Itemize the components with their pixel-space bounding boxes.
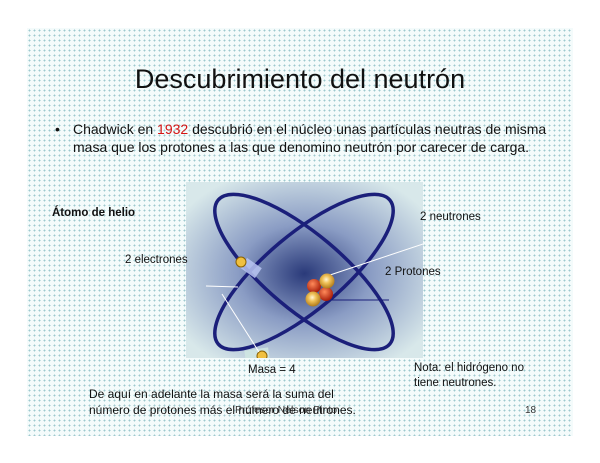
page-number: 18 bbox=[525, 405, 537, 416]
slide: Descubrimiento del neutrón • Chadwick en… bbox=[27, 28, 573, 436]
electron-1 bbox=[235, 256, 247, 268]
slide-title: Descubrimiento del neutrón bbox=[134, 64, 466, 94]
footer-author: Profesor Nelson Pinto bbox=[235, 404, 338, 416]
note-line-2: tiene neutrones. bbox=[414, 377, 497, 389]
diagram-background bbox=[186, 182, 423, 358]
mass-label: Masa = 4 bbox=[248, 364, 296, 376]
bullet-marker: • bbox=[55, 121, 60, 137]
bullet-text-start: Chadwick en bbox=[73, 121, 158, 137]
footer-line-2: número de protones más el número de neut… bbox=[89, 403, 356, 417]
neutron-1 bbox=[305, 291, 321, 307]
electrons-label: 2 electrones bbox=[125, 254, 188, 266]
proton-2 bbox=[319, 287, 333, 301]
atom-label: Átomo de helio bbox=[52, 207, 136, 219]
bullet-text: Chadwick en 1932 descubrió en el núcleo … bbox=[73, 120, 555, 156]
electron-pointer-1 bbox=[205, 285, 239, 288]
orbit-1 bbox=[213, 192, 395, 352]
proton-1 bbox=[307, 279, 321, 293]
neutron-2 bbox=[319, 273, 335, 289]
hydrogen-note: Nota: el hidrógeno no tiene neutrones. bbox=[414, 361, 524, 391]
neutron-pointer bbox=[320, 243, 423, 279]
helium-atom-diagram bbox=[186, 182, 423, 358]
footer-line-1: De aquí en adelante la masa será la suma… bbox=[89, 387, 334, 401]
electron-pointer-2 bbox=[221, 293, 260, 353]
footer-text: De aquí en adelante la masa será la suma… bbox=[89, 386, 429, 418]
atom-svg bbox=[186, 182, 423, 358]
orbit-2 bbox=[213, 192, 395, 352]
year-highlight: 1932 bbox=[157, 121, 189, 137]
neutrons-label: 2 neutrones bbox=[420, 211, 481, 223]
electron-2 bbox=[256, 350, 268, 358]
protons-label: 2 Protones bbox=[385, 266, 441, 278]
bullet-text-end: descubrió en el núcleo unas partículas n… bbox=[73, 121, 547, 155]
note-line-1: Nota: el hidrógeno no bbox=[414, 362, 524, 374]
